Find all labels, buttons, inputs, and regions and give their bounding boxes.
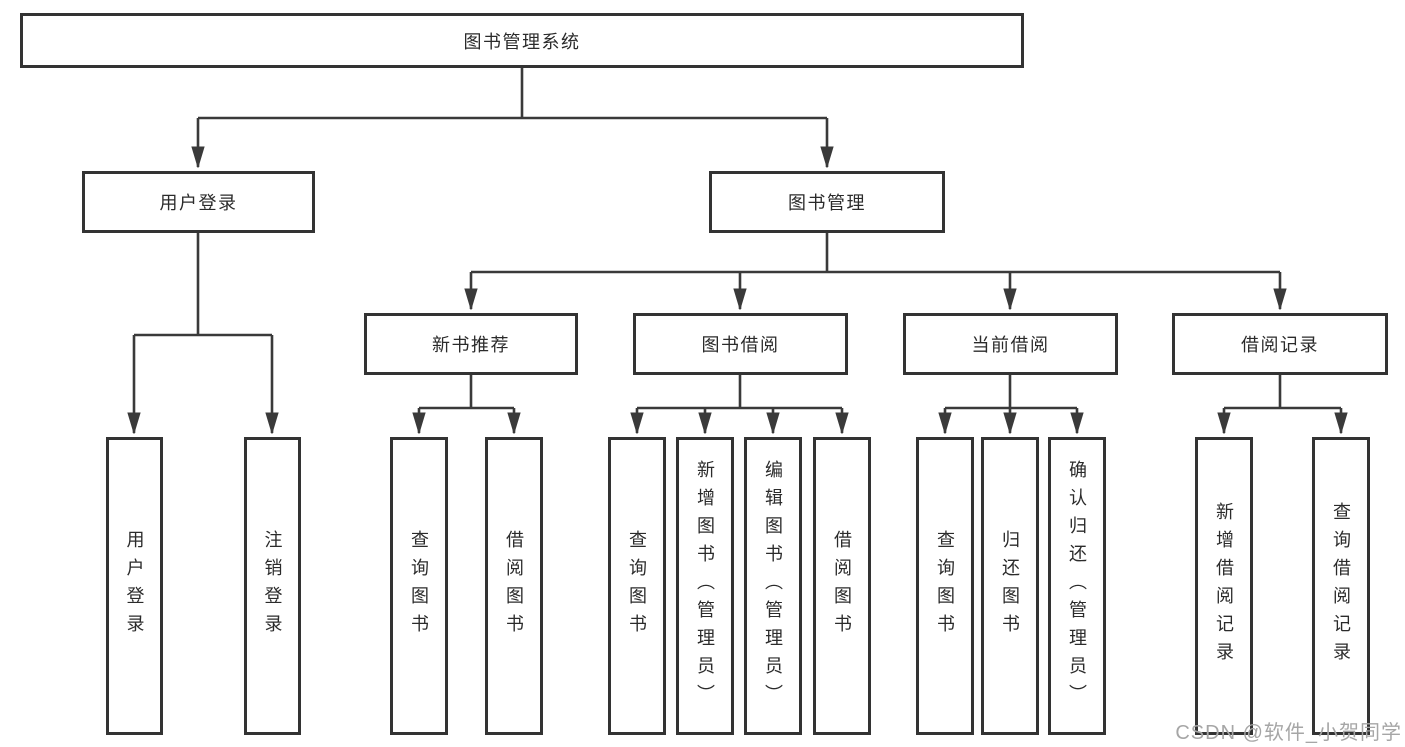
connector-borrowing-records-children xyxy=(1224,375,1341,433)
node-library-system-label: 图书管理系统 xyxy=(463,31,581,52)
node-book-borrowing-label: 图书借阅 xyxy=(701,335,780,355)
leaf-confirm-return-admin: 确认归还（管理员） xyxy=(1048,437,1106,735)
node-library-system: 图书管理系统 xyxy=(20,13,1024,68)
leaf-query-books-recommend: 查询图书 xyxy=(390,437,448,735)
node-new-book-recommendation-label: 新书推荐 xyxy=(432,335,510,355)
leaf-query-books-current-label: 查询图书 xyxy=(935,530,955,642)
leaf-edit-book-admin: 编辑图书（管理员） xyxy=(744,437,802,735)
leaf-user-login-label: 用户登录 xyxy=(124,530,145,642)
leaf-borrow-books-recommend: 借阅图书 xyxy=(485,437,543,735)
leaf-logout: 注销登录 xyxy=(244,437,301,735)
leaf-query-books-recommend-label: 查询图书 xyxy=(409,530,429,642)
leaf-confirm-return-admin-label: 确认归还（管理员） xyxy=(1067,460,1087,712)
node-user-login-label: 用户登录 xyxy=(159,193,238,213)
leaf-return-books-label: 归还图书 xyxy=(1000,530,1020,642)
leaf-borrow-books: 借阅图书 xyxy=(813,437,871,735)
leaf-edit-book-admin-label: 编辑图书（管理员） xyxy=(763,460,783,712)
leaf-query-books-borrow: 查询图书 xyxy=(608,437,666,735)
connector-book-management-children xyxy=(471,233,1280,309)
leaf-query-books-current: 查询图书 xyxy=(916,437,974,735)
node-borrowing-records: 借阅记录 xyxy=(1172,313,1388,375)
leaf-logout-label: 注销登录 xyxy=(262,530,283,642)
node-book-borrowing: 图书借阅 xyxy=(633,313,848,375)
connector-root-to-level2 xyxy=(198,68,827,167)
leaf-add-book-admin-label: 新增图书（管理员） xyxy=(695,460,715,712)
leaf-borrow-books-label: 借阅图书 xyxy=(832,530,852,642)
leaf-add-borrow-record-label: 新增借阅记录 xyxy=(1214,502,1234,670)
node-current-borrowing-label: 当前借阅 xyxy=(971,335,1050,355)
node-user-login: 用户登录 xyxy=(82,171,315,233)
leaf-add-borrow-record: 新增借阅记录 xyxy=(1195,437,1253,735)
leaf-user-login: 用户登录 xyxy=(106,437,163,735)
node-current-borrowing: 当前借阅 xyxy=(903,313,1118,375)
leaf-add-book-admin: 新增图书（管理员） xyxy=(676,437,734,735)
leaf-borrow-books-recommend-label: 借阅图书 xyxy=(504,530,524,642)
node-new-book-recommendation: 新书推荐 xyxy=(364,313,578,375)
node-borrowing-records-label: 借阅记录 xyxy=(1241,335,1319,355)
leaf-query-borrow-record-label: 查询借阅记录 xyxy=(1331,502,1351,670)
node-book-management: 图书管理 xyxy=(709,171,945,233)
connector-current-borrowing-children xyxy=(945,375,1077,433)
connector-book-borrowing-children xyxy=(637,375,842,433)
connector-new-book-children xyxy=(419,375,514,433)
connector-user-login-children xyxy=(134,233,272,433)
leaf-query-borrow-record: 查询借阅记录 xyxy=(1312,437,1370,735)
node-book-management-label: 图书管理 xyxy=(788,193,866,213)
leaf-query-books-borrow-label: 查询图书 xyxy=(627,530,647,642)
leaf-return-books: 归还图书 xyxy=(981,437,1039,735)
csdn-watermark: CSDN @软件_小贺同学 xyxy=(1175,722,1402,744)
